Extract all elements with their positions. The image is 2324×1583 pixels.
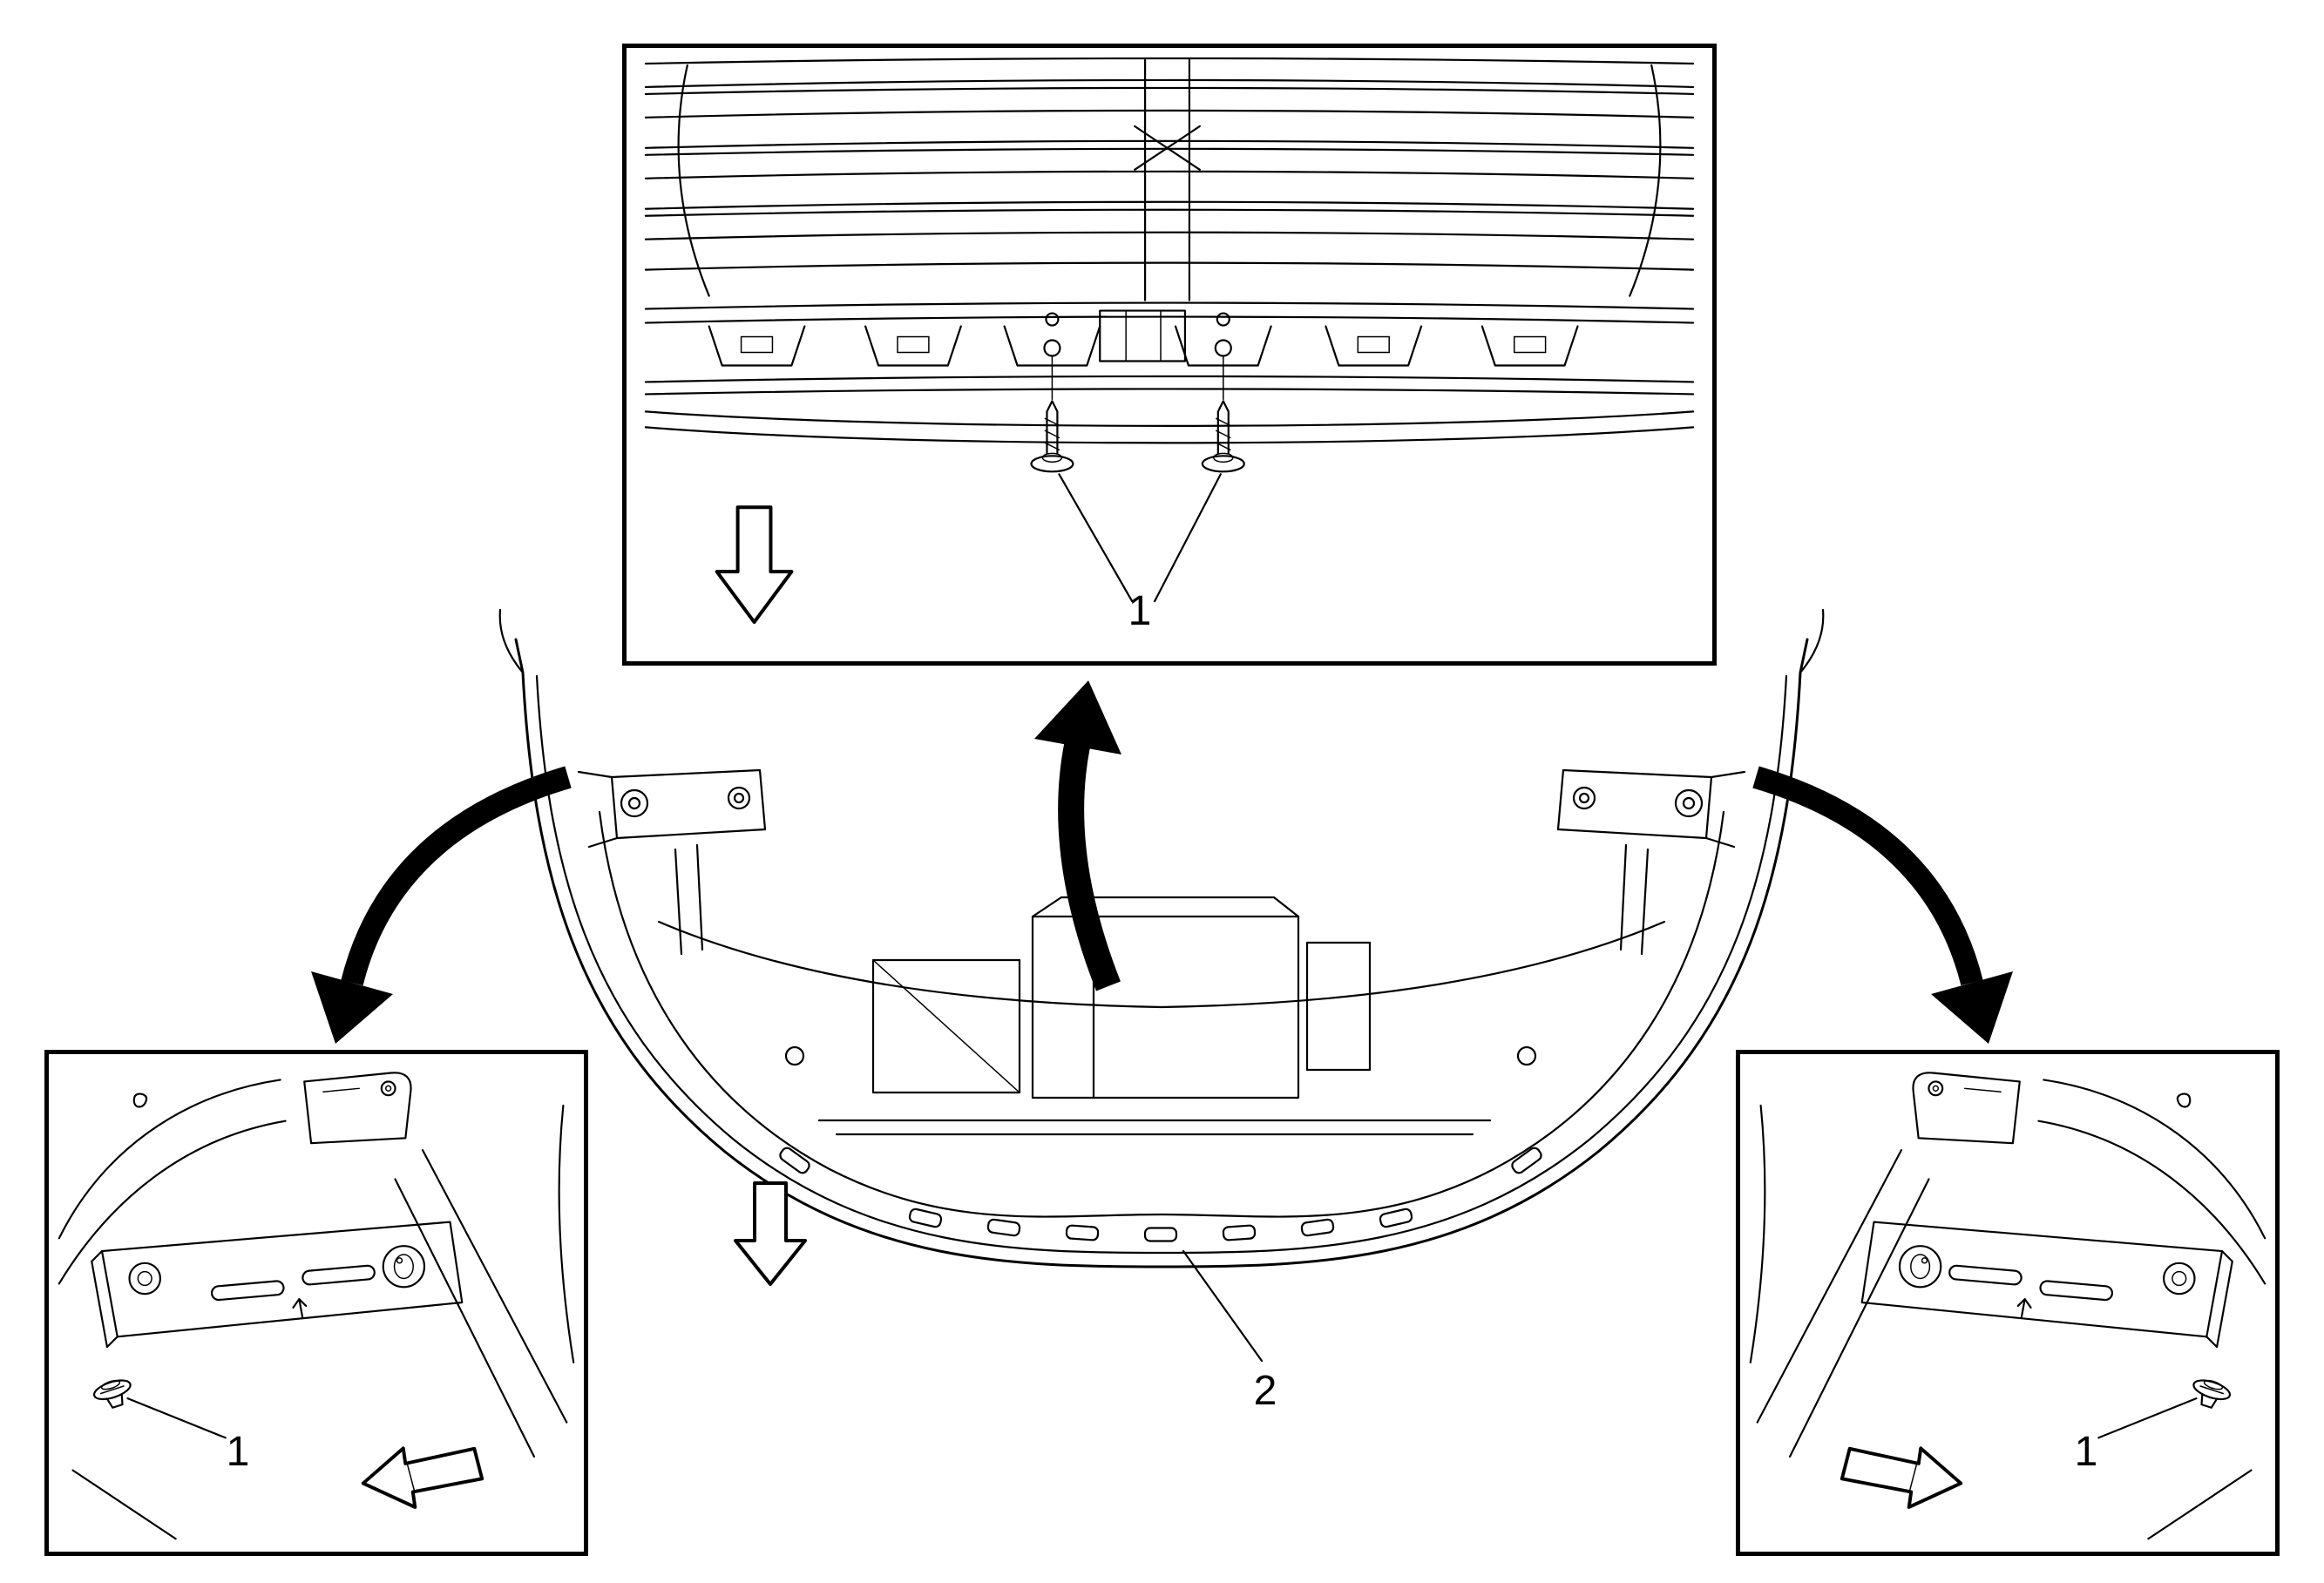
upper-corner-bracket-left (577, 768, 767, 956)
push-pin-fastener (92, 1379, 132, 1409)
mounting-brackets (708, 312, 1579, 367)
left-detail-panel (44, 1050, 588, 1556)
support-band (644, 301, 1695, 396)
bumper-lower-edge (644, 410, 1695, 444)
callout-1-leader (126, 1397, 227, 1439)
upper-corner-bracket-right (1556, 768, 1746, 956)
top-detail-panel (622, 44, 1717, 666)
direction-arrow-icon (361, 1446, 484, 1509)
callout-1-left: 1 (226, 1429, 250, 1475)
retainer-plate (91, 1221, 464, 1349)
grille-detail-art (644, 57, 1695, 625)
left-fastener-art (58, 1072, 575, 1540)
alignment-lines (1051, 355, 1224, 401)
fascia-inner-structure (784, 896, 1537, 1136)
down-arrow-icon (734, 1181, 807, 1286)
curved-right-arrow-icon (1752, 766, 2013, 1044)
screw-left (1030, 400, 1074, 473)
callout-1-leaders (1058, 473, 1222, 603)
down-arrow-icon (715, 505, 794, 625)
callout-1-top: 1 (1128, 588, 1152, 634)
grille-slats (644, 57, 1695, 301)
callout-2-leader (1182, 1249, 1264, 1363)
right-detail-panel (1736, 1050, 2280, 1556)
curved-left-arrow-icon (311, 766, 572, 1044)
right-fastener-art (1748, 1071, 2267, 1541)
curved-up-arrow-icon (1034, 680, 1121, 991)
callout-1-right: 1 (2074, 1429, 2098, 1475)
wheel-liner-art (58, 1072, 575, 1540)
lower-lip-slots (779, 1147, 1542, 1242)
screw-right (1201, 400, 1245, 473)
fascia-outline (498, 608, 1825, 1268)
callout-2-fascia: 2 (1253, 1368, 1277, 1414)
